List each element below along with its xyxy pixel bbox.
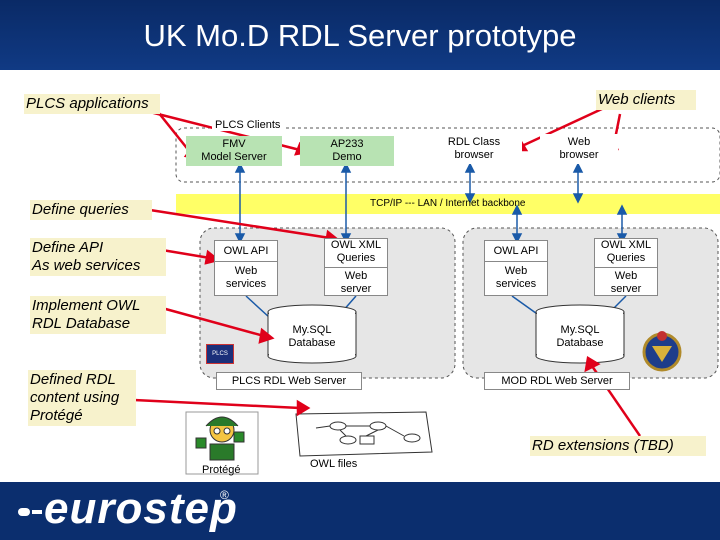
mod-web-server-line2: server: [610, 283, 642, 295]
backbone-bar: [176, 194, 720, 214]
mod-owl-xml-line2: Queries: [595, 252, 657, 268]
note-rd-extensions: RD extensions (TBD): [530, 436, 706, 456]
plcs-rdl-web-server-label: PLCS RDL Web Server: [216, 372, 362, 390]
owl-files-label: OWL files: [310, 458, 358, 470]
ap233-demo-box: AP233 Demo: [300, 136, 394, 166]
web-browser-line1: Web: [567, 136, 591, 148]
plcs-db-line1: My.SQL: [292, 324, 332, 336]
plcs-database-cylinder: [267, 304, 357, 364]
mod-database-cylinder: [535, 304, 625, 364]
plcs-ws-line1: Web: [234, 265, 258, 277]
rdl-class-line2: browser: [454, 149, 494, 161]
note-define-api: Define API As web services: [30, 238, 166, 276]
ap233-line2: Demo: [332, 151, 362, 163]
blue-connectors: [234, 162, 628, 319]
mod-db-line2: Database: [556, 337, 604, 349]
note-defined-rdl: Defined RDL content using Protégé: [28, 370, 136, 426]
ap233-line1: AP233: [330, 138, 364, 150]
note-defined-line3: Protégé: [30, 407, 83, 424]
footer-bar: [0, 482, 720, 540]
mod-owl-xml-line1: OWL XML: [600, 239, 652, 251]
note-define-api-line2: As web services: [32, 257, 141, 274]
rdl-class-browser-box: RDL Class browser: [426, 134, 522, 164]
mod-web-server-line1: Web: [614, 270, 638, 282]
note-define-api-line1: Define API: [32, 239, 104, 256]
plcs-owl-xml-line1: OWL XML: [330, 239, 382, 251]
plcs-db-line2: Database: [288, 337, 336, 349]
plcs-owl-api-label: OWL API: [215, 241, 277, 262]
note-define-queries: Define queries: [30, 200, 152, 220]
eurostep-logo: eurostep: [44, 484, 238, 533]
logo-dash: [32, 510, 42, 514]
plcs-owl-xml-box: OWL XML Queries Web server: [324, 238, 388, 296]
plcs-clients-label: PLCS Clients: [212, 119, 284, 131]
note-defined-line1: Defined RDL: [30, 371, 116, 388]
plcs-badge: PLCS: [206, 344, 234, 364]
mod-owl-api-label: OWL API: [485, 241, 547, 262]
plcs-owl-api-box: OWL API Web services: [214, 240, 278, 296]
plcs-web-server-line2: server: [340, 283, 372, 295]
slide-title: UK Mo.D RDL Server prototype: [143, 18, 577, 53]
plcs-database-label: My.SQL Database: [268, 324, 356, 350]
logo-registered-mark: ®: [220, 488, 229, 502]
web-browser-box: Web browser: [540, 134, 618, 164]
title-bar: UK Mo.D RDL Server prototype: [0, 0, 720, 70]
owl-files-document: [295, 411, 433, 457]
note-implement-line2: RDL Database: [32, 315, 131, 332]
logo-dot: [18, 508, 30, 516]
note-web-clients: Web clients: [596, 90, 696, 110]
mod-ws-line2: services: [495, 278, 537, 290]
protege-figure: [185, 411, 259, 475]
plcs-owl-xml-line2: Queries: [325, 252, 387, 268]
rdl-class-line1: RDL Class: [447, 136, 501, 148]
mod-crest-emblem: [642, 331, 682, 372]
note-defined-line2: content using: [30, 389, 120, 406]
plcs-ws-line2: services: [225, 278, 267, 290]
mod-owl-xml-box: OWL XML Queries Web server: [594, 238, 658, 296]
note-implement-line1: Implement OWL: [32, 297, 141, 314]
backbone-label: TCP/IP --- LAN / Internet backbone: [370, 198, 526, 209]
fmv-model-server-box: FMV Model Server: [186, 136, 282, 166]
plcs-web-server-line1: Web: [344, 270, 368, 282]
mod-database-label: My.SQL Database: [536, 324, 624, 350]
mod-rdl-web-server-label: MOD RDL Web Server: [484, 372, 630, 390]
note-implement-owl: Implement OWL RDL Database: [30, 296, 166, 334]
mod-owl-api-box: OWL API Web services: [484, 240, 548, 296]
web-browser-line2: browser: [559, 149, 599, 161]
mod-ws-line1: Web: [504, 265, 528, 277]
fmv-line1: FMV: [222, 138, 246, 150]
protege-label: Protégé: [202, 464, 241, 476]
note-plcs-applications: PLCS applications: [24, 94, 160, 114]
fmv-line2: Model Server: [201, 151, 267, 163]
mod-db-line1: My.SQL: [560, 324, 600, 336]
